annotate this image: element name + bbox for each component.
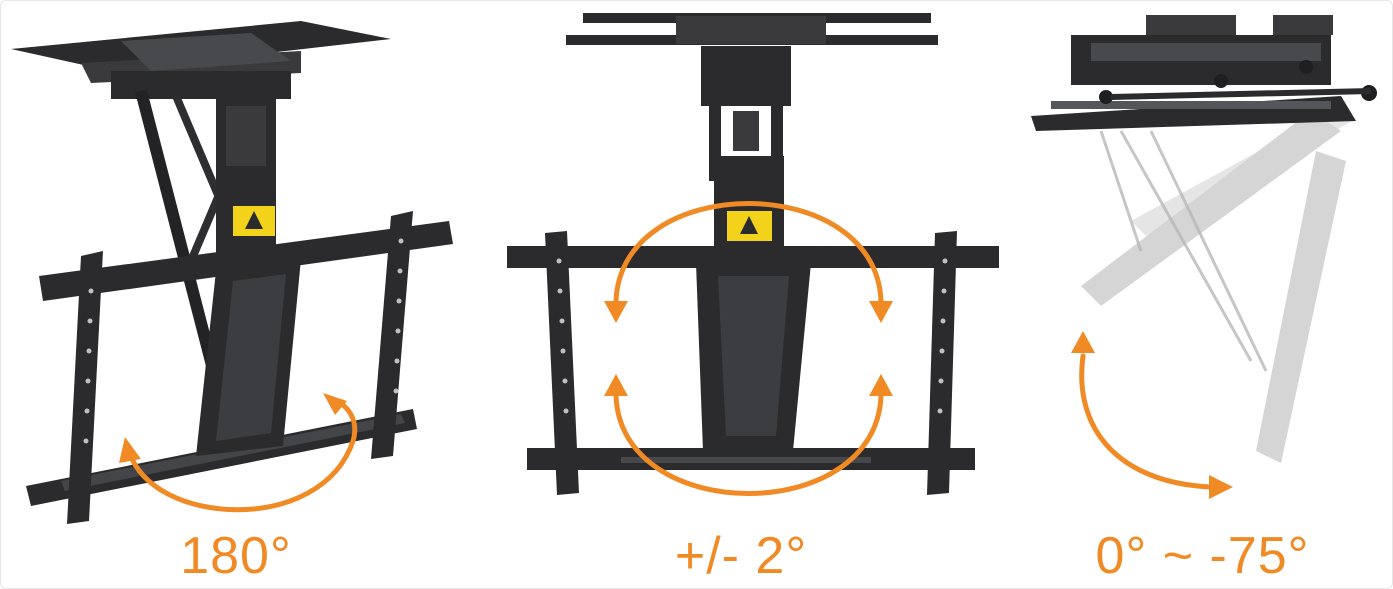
rotation-caption: +/- 2° — [674, 527, 808, 585]
swivel-caption: 180° — [180, 527, 292, 585]
tilt-arrow-icon — [1079, 353, 1214, 490]
tilt-panel: 0° ~ -75° — [1011, 1, 1392, 588]
swivel-panel: 180° — [1, 1, 471, 588]
rotation-mount-illustration — [507, 13, 999, 496]
tilt-caption: 0° ~ -75° — [1095, 527, 1310, 585]
swivel-mount-illustration — [11, 21, 453, 524]
rotation-arrows-icon — [613, 201, 884, 496]
tilt-mount-illustration — [1031, 15, 1377, 499]
rotation-panel: +/- 2° — [471, 1, 1011, 588]
